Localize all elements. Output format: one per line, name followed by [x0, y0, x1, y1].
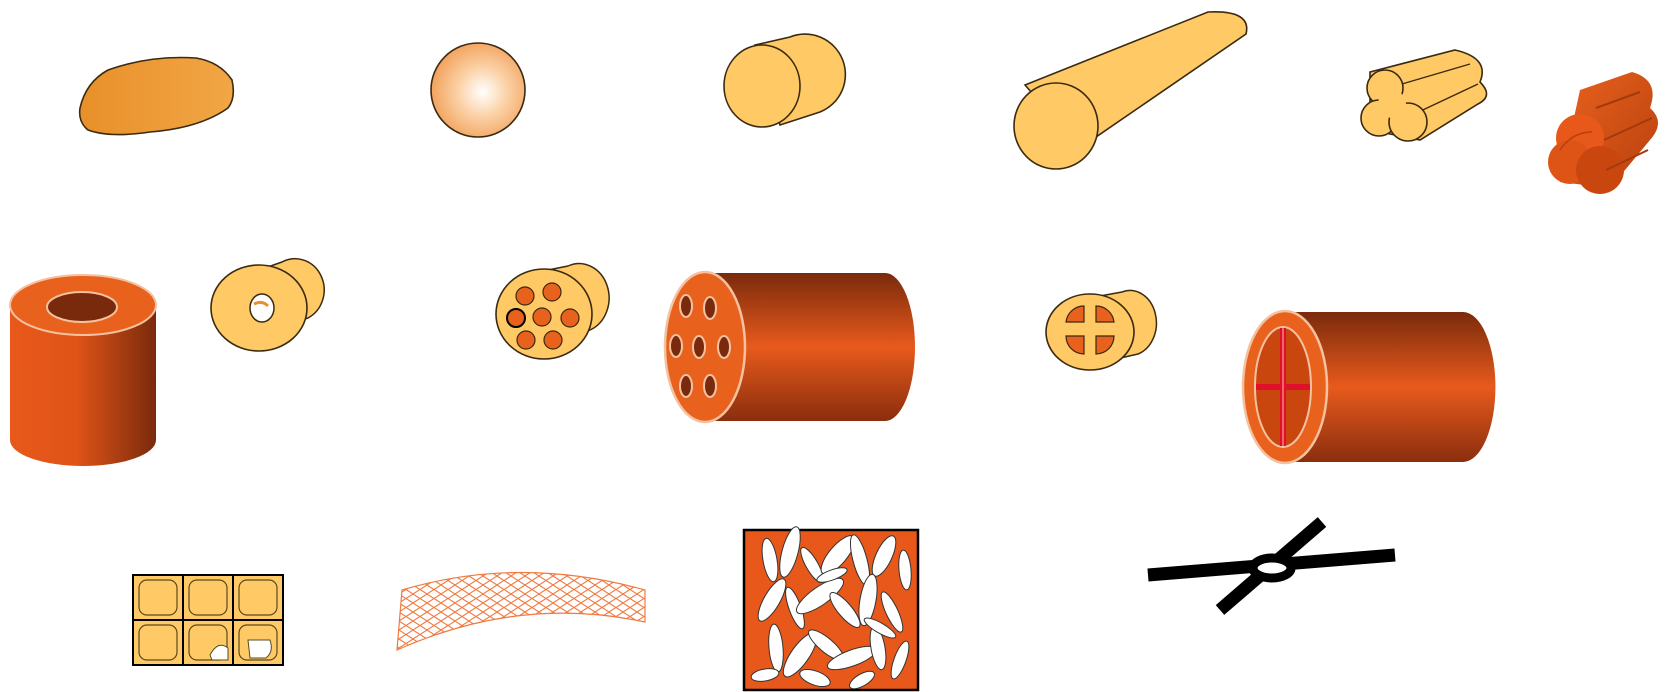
short-cylinder-pellet-icon [724, 34, 845, 127]
honeycomb-monolith-icon [133, 575, 283, 665]
seven-hole-pellet-icon [496, 264, 609, 359]
wire-mesh-gauze-icon [397, 573, 645, 651]
trilobe-extrudate-dark-icon [1548, 72, 1658, 194]
seven-hole-cylinder-icon [665, 272, 915, 422]
foam-open-cell-structure-icon [744, 525, 918, 692]
hollow-cylinder-ring-icon [10, 275, 156, 466]
trilobe-extrudate-icon [1361, 50, 1487, 141]
long-extrudate-rod-icon [1014, 12, 1247, 169]
irregular-particle-icon [80, 58, 234, 135]
fiber-cross-icon [1148, 522, 1395, 610]
ring-pellet-icon [211, 259, 324, 351]
cross-web-cylinder-icon [1243, 311, 1495, 463]
sphere-icon [431, 43, 525, 137]
cross-web-pellet-icon [1046, 290, 1156, 370]
